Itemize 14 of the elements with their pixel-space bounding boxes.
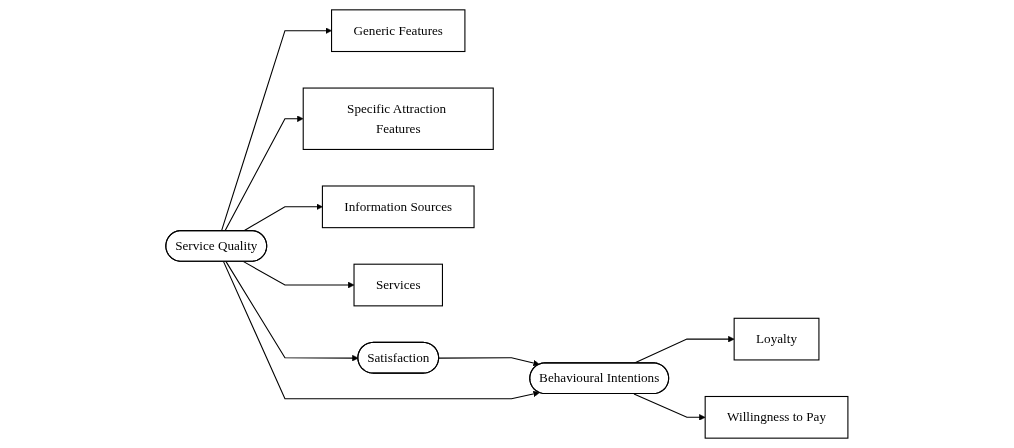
arrow [224, 115, 304, 232]
arrow [223, 261, 540, 400]
node-box: Information Sources [322, 185, 475, 229]
arrow [633, 393, 706, 421]
node-box: Services [353, 263, 444, 307]
arrow [438, 357, 540, 367]
node-box: Loyalty [733, 317, 820, 361]
arrow [221, 27, 332, 232]
node-box: Generic Features [331, 9, 466, 53]
node-box: Willingness to Pay [704, 395, 849, 439]
arrow [243, 261, 355, 289]
arrow [243, 203, 323, 232]
node-box: Specific Attraction Features [302, 87, 494, 150]
arrow [225, 261, 359, 362]
